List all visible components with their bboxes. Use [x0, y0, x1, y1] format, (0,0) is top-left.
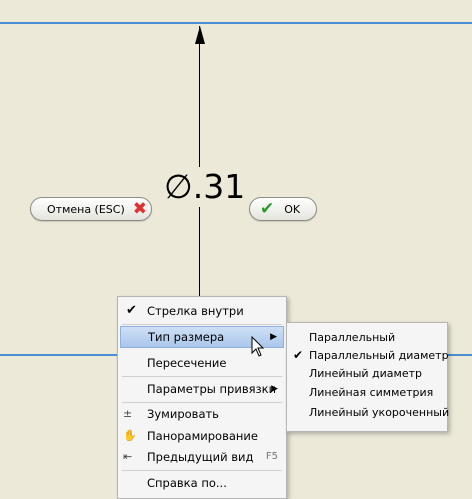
submenu-item-label: Линейная симметрия — [309, 386, 434, 399]
dimension-arrow-icon — [195, 26, 205, 44]
close-icon: ✖ — [132, 199, 148, 219]
check-icon: ✔ — [126, 303, 137, 318]
dimension-line-lower — [199, 204, 200, 298]
menu-separator — [122, 470, 282, 471]
dimension-line-upper — [199, 26, 200, 169]
menu-item-arrow-inside[interactable]: ✔ Стрелка внутри — [120, 300, 284, 322]
cancel-button[interactable]: Отмена (ESC) ✖ — [30, 197, 152, 221]
menu-item-snap-settings[interactable]: Параметры привязки ▶ — [120, 378, 284, 400]
zoom-icon: ± — [123, 407, 133, 420]
cancel-button-label: Отмена (ESC) — [47, 202, 125, 216]
menu-separator — [122, 376, 282, 377]
menu-item-label: Стрелка внутри — [147, 304, 244, 318]
ok-button-label: OK — [284, 202, 301, 216]
menu-separator — [122, 402, 282, 403]
submenu-item-linear-symmetry[interactable]: Линейная симметрия — [289, 383, 445, 402]
guide-line-top — [0, 22, 472, 24]
menu-item-label: Тип размера — [148, 330, 225, 344]
mouse-cursor-icon — [251, 336, 265, 357]
submenu-item-parallel[interactable]: Параллельный — [289, 328, 445, 347]
submenu-item-label: Линейный диаметр — [309, 367, 423, 380]
menu-item-label: Панорамирование — [147, 429, 258, 443]
previous-view-icon: ⇤ — [123, 450, 133, 463]
menu-item-label: Зумировать — [147, 407, 219, 421]
menu-item-intersection[interactable]: Пересечение — [120, 352, 284, 374]
shortcut-label: F5 — [265, 451, 278, 462]
menu-item-help[interactable]: Справка по... — [120, 472, 284, 494]
submenu-arrow-icon: ▶ — [270, 332, 277, 342]
pan-hand-icon: ✋ — [123, 429, 137, 442]
dimension-value[interactable]: ∅.31 — [162, 167, 248, 207]
context-menu: ✔ Стрелка внутри Тип размера ▶ Пересечен… — [117, 296, 287, 499]
checkmark-icon: ✔ — [260, 199, 275, 219]
submenu-item-linear-diameter[interactable]: Линейный диаметр — [289, 364, 445, 383]
menu-item-previous-view[interactable]: ⇤ Предыдущий вид F5 — [120, 446, 284, 468]
submenu-item-label: Линейный укороченный — [309, 406, 450, 419]
dimension-type-submenu: Параллельный ✔ Параллельный диаметр Лине… — [286, 322, 449, 432]
submenu-item-label: Параллельный — [309, 331, 396, 344]
menu-item-pan[interactable]: ✋ Панорамирование — [120, 425, 284, 447]
menu-item-label: Параметры привязки — [147, 382, 277, 396]
menu-separator — [122, 324, 282, 325]
menu-item-label: Предыдущий вид — [147, 450, 254, 464]
submenu-item-parallel-diameter[interactable]: ✔ Параллельный диаметр — [289, 346, 449, 365]
submenu-item-label: Параллельный диаметр — [309, 349, 449, 362]
submenu-arrow-icon: ▶ — [271, 384, 278, 394]
menu-item-label: Справка по... — [147, 476, 227, 490]
ok-button[interactable]: ✔ OK — [249, 197, 317, 221]
menu-item-dimension-type[interactable]: Тип размера ▶ — [120, 326, 284, 348]
check-icon: ✔ — [293, 348, 304, 362]
submenu-item-linear-foreshortened[interactable]: Линейный укороченный — [289, 403, 449, 422]
menu-item-zoom[interactable]: ± Зумировать — [120, 403, 284, 425]
menu-item-label: Пересечение — [147, 356, 227, 370]
